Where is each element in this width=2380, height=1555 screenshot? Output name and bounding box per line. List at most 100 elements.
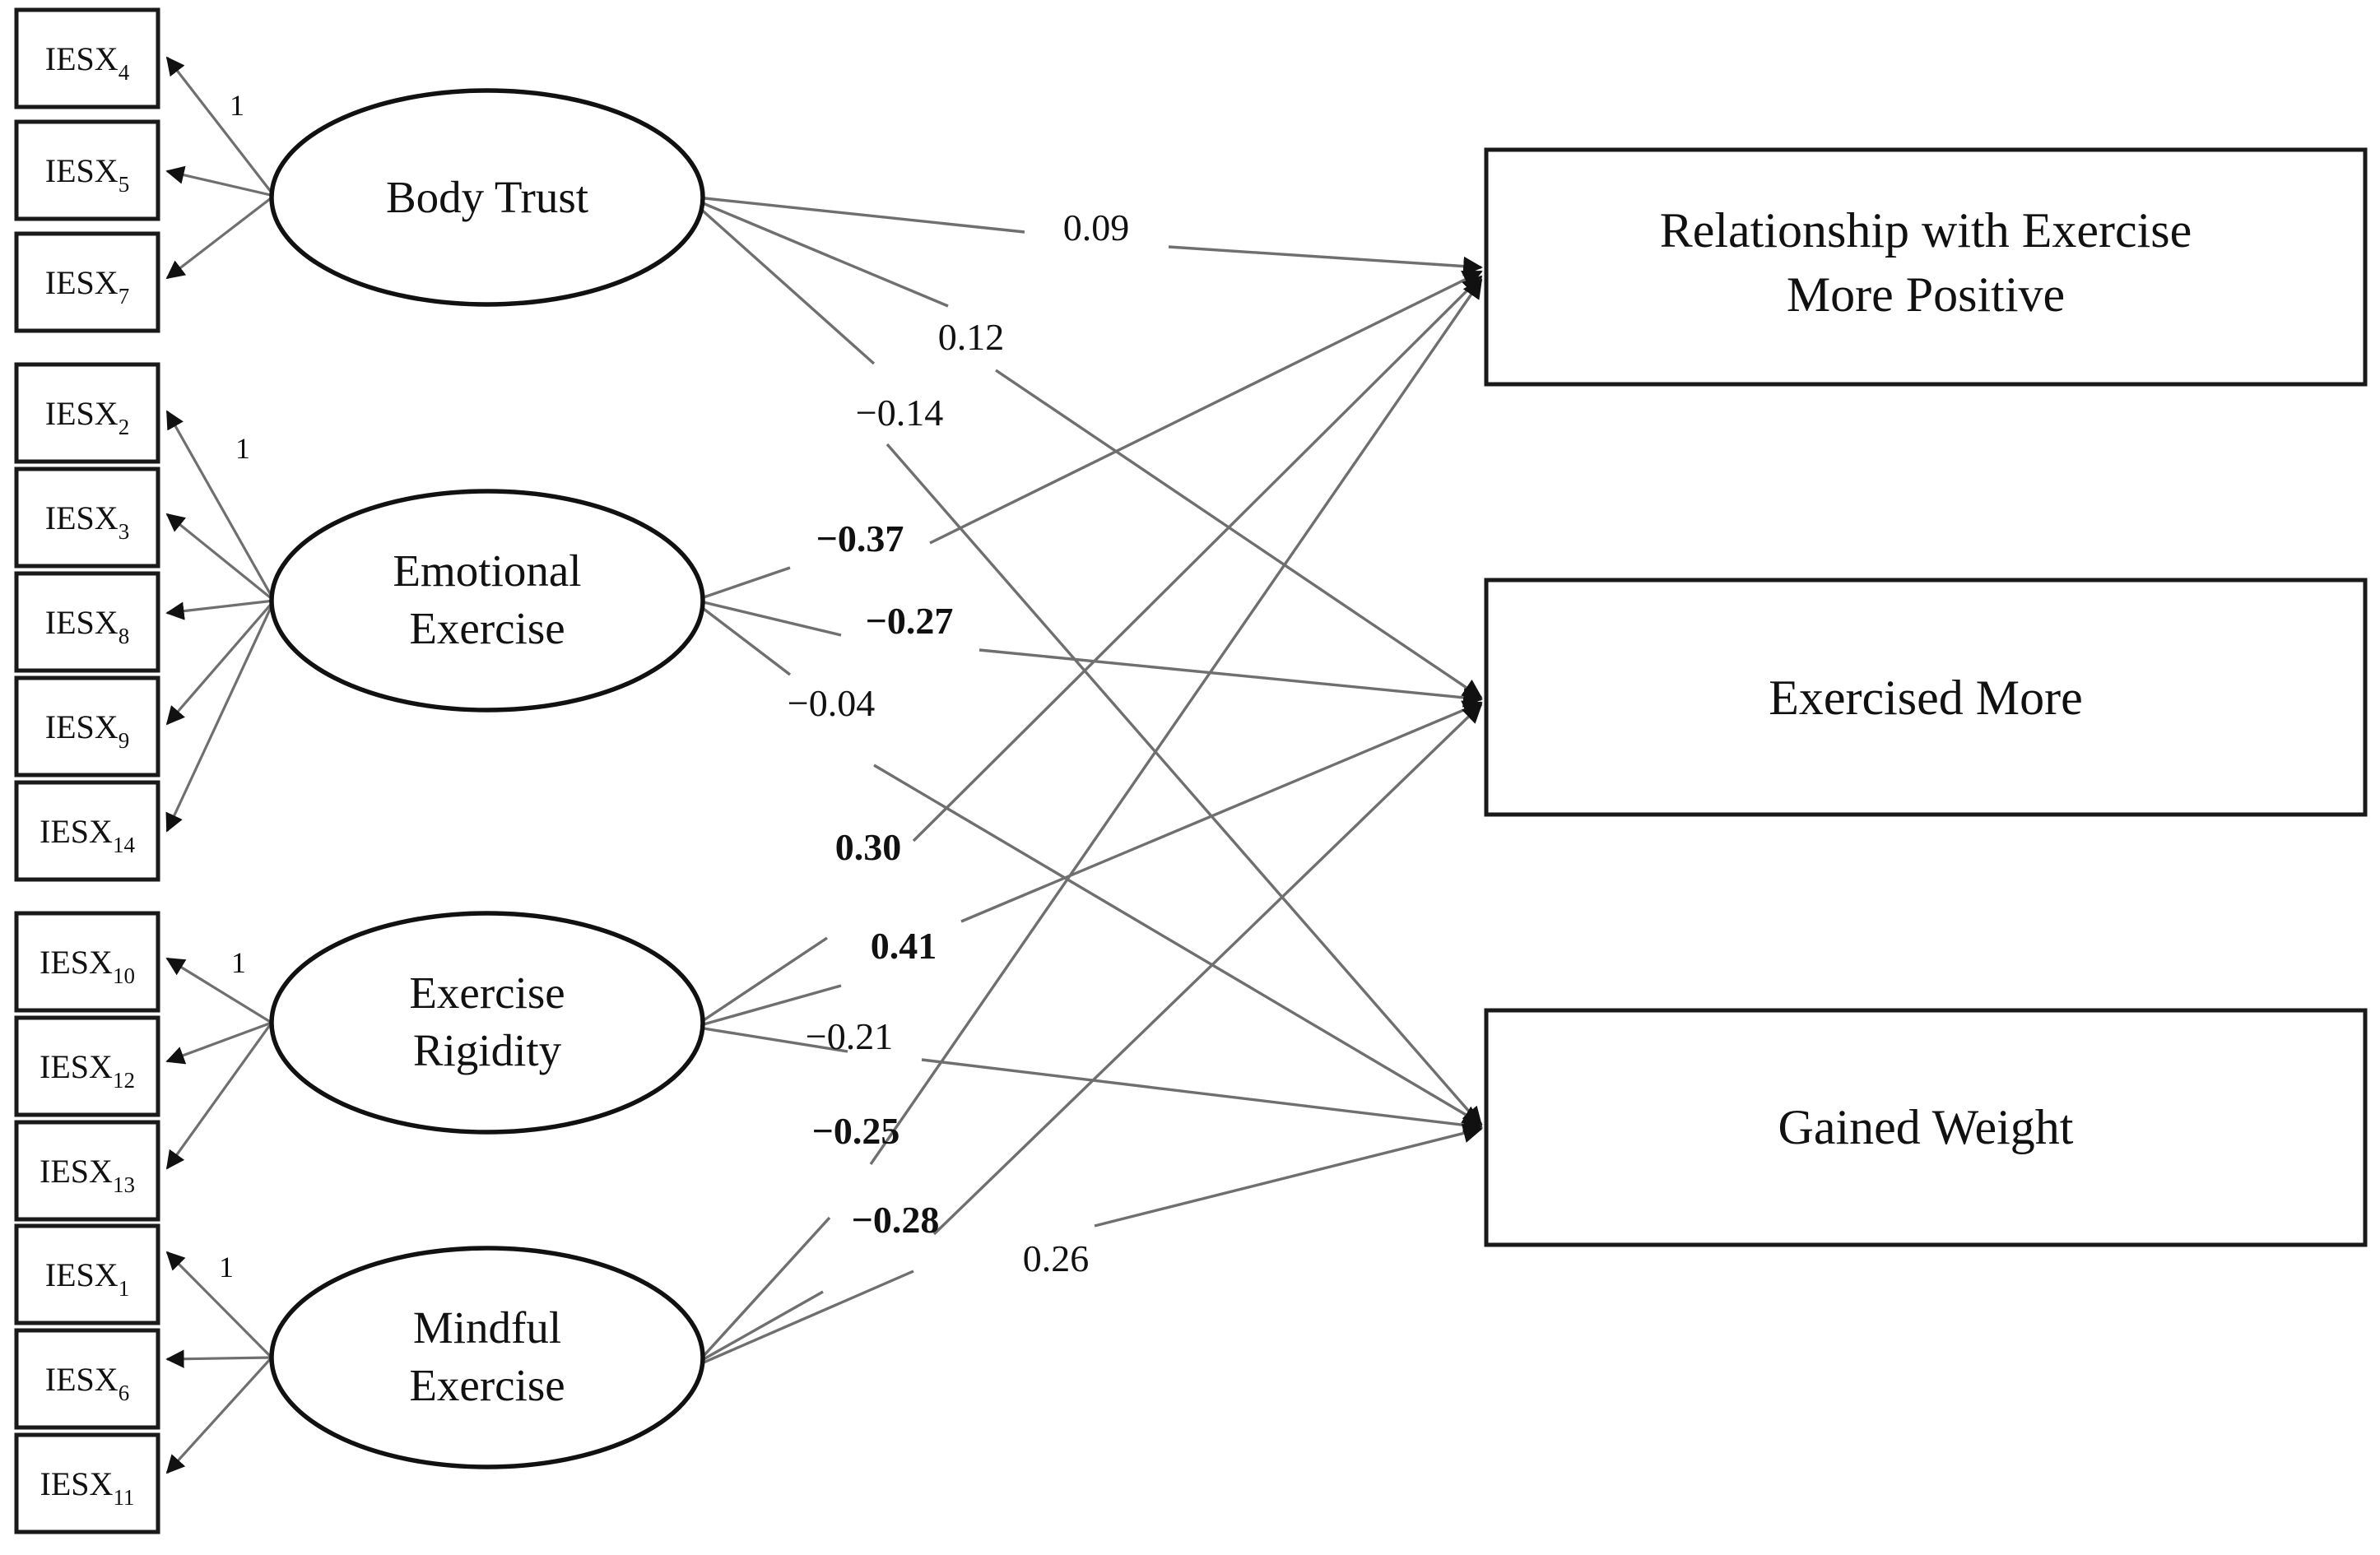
loading-one-mindful-exercise: 1 <box>219 1251 234 1283</box>
path-mindful-to-gained-seg1 <box>703 1270 914 1364</box>
coef-body-trust-exercised: 0.12 <box>938 316 1005 358</box>
coef-rigidity-gained: −0.21 <box>806 1015 893 1057</box>
coef-emotional-exercised: −0.27 <box>866 600 954 642</box>
indicator-label-sub: 13 <box>113 1172 135 1197</box>
indicator-label-base: IESX <box>45 604 119 641</box>
indicator-box-IESX7[interactable]: IESX7 <box>14 231 160 333</box>
latent-label-exercise-rigidity-l1: Exercise <box>409 968 565 1018</box>
loading-arrow-IESX12 <box>165 1021 272 1065</box>
loading-arrow-IESX3 <box>165 513 276 602</box>
latent-label-body-trust: Body Trust <box>386 172 588 222</box>
coef-rigidity-relationship: 0.30 <box>835 826 902 868</box>
outcome-box-exercised-more[interactable]: Exercised More <box>1484 578 2368 817</box>
latent-ellipses: Body Trust Emotional Exercise Exercise R… <box>269 88 705 1469</box>
path-body-trust-to-gained-seg1 <box>695 204 876 365</box>
coef-emotional-relationship: −0.37 <box>816 518 904 559</box>
indicator-box-IESX4[interactable]: IESX4 <box>14 7 160 109</box>
indicator-box-IESX3[interactable]: IESX3 <box>14 466 160 569</box>
indicator-box-IESX2[interactable]: IESX2 <box>14 362 160 464</box>
svg-text:IESX12: IESX12 <box>40 1048 135 1093</box>
loading-arrow-IESX1 <box>165 1251 273 1359</box>
outcome-boxes: Relationship with Exercise More Positive… <box>1484 147 2368 1247</box>
path-emotional-to-relationship-seg2 <box>929 270 1483 545</box>
indicator-label-sub: 8 <box>119 624 130 648</box>
indicator-label-base: IESX <box>40 813 113 850</box>
loading-arrow-IESX7 <box>165 194 275 280</box>
svg-text:IESX7: IESX7 <box>45 264 129 309</box>
fixed-loading-labels: 1 1 1 1 <box>219 89 250 1283</box>
indicator-box-IESX11[interactable]: IESX11 <box>14 1432 160 1534</box>
indicator-label-base: IESX <box>40 1153 113 1190</box>
indicator-label-base: IESX <box>45 1361 119 1398</box>
indicator-label-base: IESX <box>45 395 119 432</box>
path-body-trust-to-relationship-seg2 <box>1168 245 1483 276</box>
path-rigidity-to-exercised-seg1 <box>703 984 842 1026</box>
latent-emotional-exercise[interactable]: Emotional Exercise <box>269 489 705 713</box>
path-rigidity-to-exercised-seg2 <box>960 700 1483 923</box>
loading-one-exercise-rigidity: 1 <box>231 946 246 979</box>
path-coefficient-labels: 0.09 0.12 −0.14 −0.37 −0.27 −0.04 0.30 0… <box>788 207 1129 1279</box>
indicator-label-base: IESX <box>45 1256 119 1293</box>
path-rigidity-to-relationship-seg1 <box>703 936 828 1022</box>
indicator-label-sub: 14 <box>113 833 136 857</box>
outcome-label-gained-weight: Gained Weight <box>1778 1100 2074 1154</box>
path-rigidity-to-gained-seg2 <box>921 1058 1483 1135</box>
indicator-label-base: IESX <box>45 499 119 536</box>
path-rigidity-to-relationship-seg2 <box>912 275 1483 842</box>
indicator-label-sub: 10 <box>113 963 135 988</box>
path-emotional-to-gained-seg1 <box>702 607 792 676</box>
coef-body-trust-gained: −0.14 <box>856 392 943 434</box>
indicator-box-IESX10[interactable]: IESX10 <box>14 911 160 1013</box>
loading-arrow-IESX13 <box>165 1022 273 1170</box>
indicator-label-base: IESX <box>40 1048 113 1085</box>
svg-text:IESX3: IESX3 <box>45 499 129 544</box>
coef-body-trust-relationship: 0.09 <box>1063 207 1130 248</box>
outcome-label-relationship-l1: Relationship with Exercise <box>1660 203 2192 258</box>
latent-label-exercise-rigidity-l2: Rigidity <box>413 1025 562 1075</box>
path-mindful-to-exercised-seg1 <box>703 1290 824 1361</box>
latent-mindful-exercise[interactable]: Mindful Exercise <box>269 1246 705 1469</box>
indicator-box-IESX13[interactable]: IESX13 <box>14 1120 160 1222</box>
path-emotional-to-exercised-seg2 <box>978 648 1483 708</box>
outcome-box-gained-weight[interactable]: Gained Weight <box>1484 1008 2368 1247</box>
loading-arrow-IESX14 <box>165 600 276 833</box>
loading-arrow-IESX11 <box>165 1356 273 1474</box>
path-emotional-to-gained-seg2 <box>873 764 1483 1126</box>
indicator-label-sub: 6 <box>119 1381 130 1405</box>
latent-label-emotional-exercise-l1: Emotional <box>393 545 581 596</box>
indicator-label-sub: 7 <box>119 284 130 309</box>
coef-mindful-gained: 0.26 <box>1023 1237 1090 1279</box>
indicator-label-base: IESX <box>40 944 113 981</box>
loading-arrow-IESX2 <box>165 410 276 601</box>
latent-label-emotional-exercise-l2: Exercise <box>409 603 565 653</box>
svg-text:IESX5: IESX5 <box>45 152 129 197</box>
outcome-label-exercised-more: Exercised More <box>1769 671 2083 725</box>
indicator-box-IESX14[interactable]: IESX14 <box>14 780 160 882</box>
svg-text:IESX6: IESX6 <box>45 1361 129 1405</box>
indicator-boxes: IESX4 IESX5 IESX7 IESX2 IESX3 <box>14 7 160 1534</box>
svg-text:IESX13: IESX13 <box>40 1153 135 1197</box>
svg-text:IESX14: IESX14 <box>40 813 135 857</box>
indicator-label-sub: 3 <box>119 519 130 544</box>
outcome-box-relationship-exercise-more-positive[interactable]: Relationship with Exercise More Positive <box>1484 147 2368 387</box>
latent-body-trust[interactable]: Body Trust <box>269 88 705 307</box>
path-mindful-to-gained-seg2 <box>1094 1123 1483 1228</box>
indicator-label-base: IESX <box>45 264 119 301</box>
path-body-trust-to-gained-seg2 <box>886 443 1483 1127</box>
indicator-box-IESX6[interactable]: IESX6 <box>14 1328 160 1430</box>
svg-text:IESX4: IESX4 <box>45 40 130 85</box>
path-body-trust-to-relationship-seg1 <box>696 196 1025 234</box>
indicator-label-sub: 5 <box>119 172 130 197</box>
svg-text:IESX10: IESX10 <box>40 944 135 988</box>
indicator-box-IESX5[interactable]: IESX5 <box>14 119 160 221</box>
indicator-label-base: IESX <box>40 1465 114 1502</box>
indicator-box-IESX9[interactable]: IESX9 <box>14 675 160 778</box>
indicator-box-IESX12[interactable]: IESX12 <box>14 1015 160 1117</box>
path-emotional-to-exercised-seg1 <box>703 601 842 637</box>
latent-exercise-rigidity[interactable]: Exercise Rigidity <box>269 911 705 1135</box>
path-body-trust-to-exercised-seg2 <box>995 369 1483 699</box>
path-mindful-to-relationship-seg1 <box>702 1216 831 1358</box>
indicator-box-IESX8[interactable]: IESX8 <box>14 571 160 673</box>
indicator-box-IESX1[interactable]: IESX1 <box>14 1223 160 1325</box>
